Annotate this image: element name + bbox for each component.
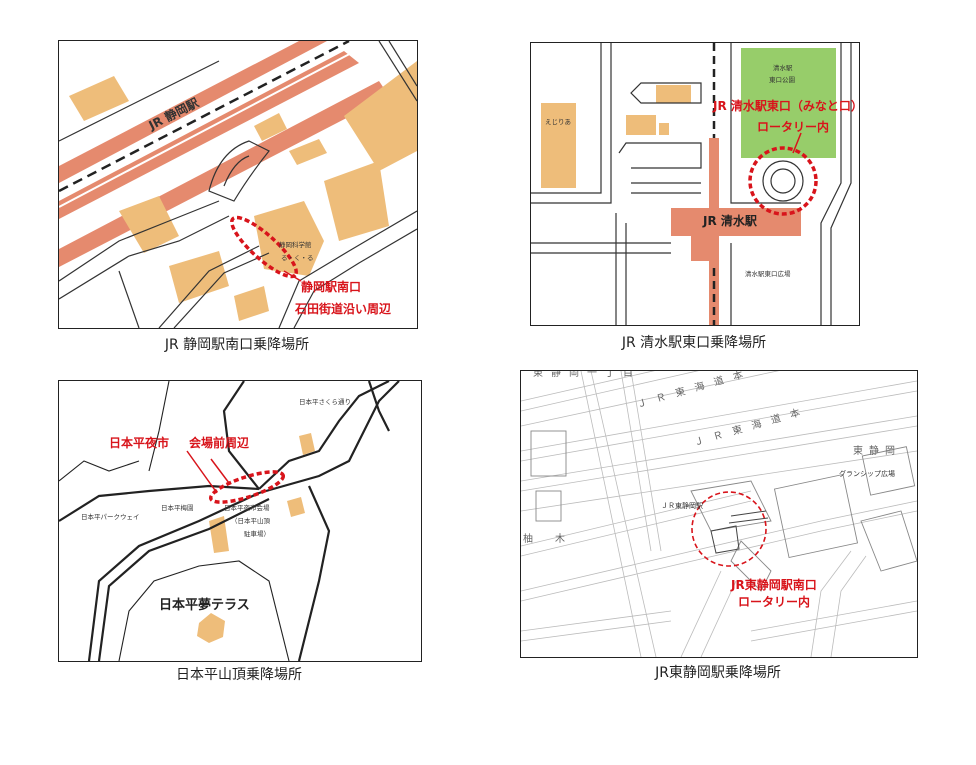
yuzuki-label: 柚 木 [523,534,571,545]
map-panel-nihondaira: 日本平さくら通り 日本平パークウェイ 日本平梅園 日本平夜市会場 （日本平山頂 … [58,380,422,662]
ejiria-label: えじりあ [545,118,571,126]
venue-label: 日本平夜市会場 [224,504,270,512]
museum-label-kana: る・く・る [281,254,314,262]
terrace-label: 日本平夢テラス [159,598,250,613]
park-label: 清水駅 [773,64,793,72]
sakura-street-label: 日本平さくら通り [299,398,351,406]
plum-garden-label: 日本平梅園 [161,504,194,512]
caption-higashi-shizuoka: JR東静岡駅乗降場所 [655,665,781,681]
higashi-point-label: JR東静岡駅南口 [731,578,817,592]
higashi-point-sublabel: ロータリー内 [738,595,811,609]
map-panel-shimizu: 清水駅 東口公園 えじりあ 清水駅東口広場 JR 清水駅 JR 清水駅東口（みな… [530,42,860,326]
shizuoka-map-graphic [59,41,417,328]
shimizu-point-label: JR 清水駅東口（みなと口） [713,99,860,113]
museum-label: 静岡科学館 [279,241,312,249]
town-label: 東静岡一丁目 [533,370,641,379]
nihondaira-map-graphic [59,381,400,661]
map-panel-higashi-shizuoka: 東静岡一丁目 Ｊ Ｒ 東 海 道 本 Ｊ Ｒ 東 海 道 本 東静岡 グランシッ… [520,370,918,658]
shimizu-point-sublabel: ロータリー内 [757,120,830,134]
parkway-label: 日本平パークウェイ [81,513,140,521]
shizuoka-point-sublabel: 石田街道沿い周辺 [295,302,392,316]
shizuoka-point-label: 静岡駅南口 [301,280,362,294]
shimizu-station-label: JR 清水駅 [703,214,757,228]
venue-label-3: 駐車場） [244,530,270,538]
caption-shimizu: JR 清水駅東口乗降場所 [621,335,767,351]
higashi-station-label: ＪＲ東静岡駅 [661,502,703,510]
plaza-label: 清水駅東口広場 [745,270,791,278]
venue-label-2: （日本平山頂 [231,517,270,525]
caption-shizuoka: JR 静岡駅南口乗降場所 [164,337,310,353]
nihondaira-point-sublabel: 会場前周辺 [189,436,250,450]
shimizu-map-graphic [531,43,852,325]
caption-nihondaira: 日本平山頂乗降場所 [176,667,302,683]
grandship-label: グランシップ広場 [839,470,895,478]
nihondaira-point-label: 日本平夜市 [109,436,170,450]
map-panel-shizuoka: JR 静岡駅 静岡科学館 る・く・る 静岡駅南口 石田街道沿い周辺 [58,40,418,329]
park-label-2: 東口公園 [769,76,795,84]
higashi-map-graphic [521,371,917,657]
higashi-area-label: 東静岡 [853,446,901,457]
